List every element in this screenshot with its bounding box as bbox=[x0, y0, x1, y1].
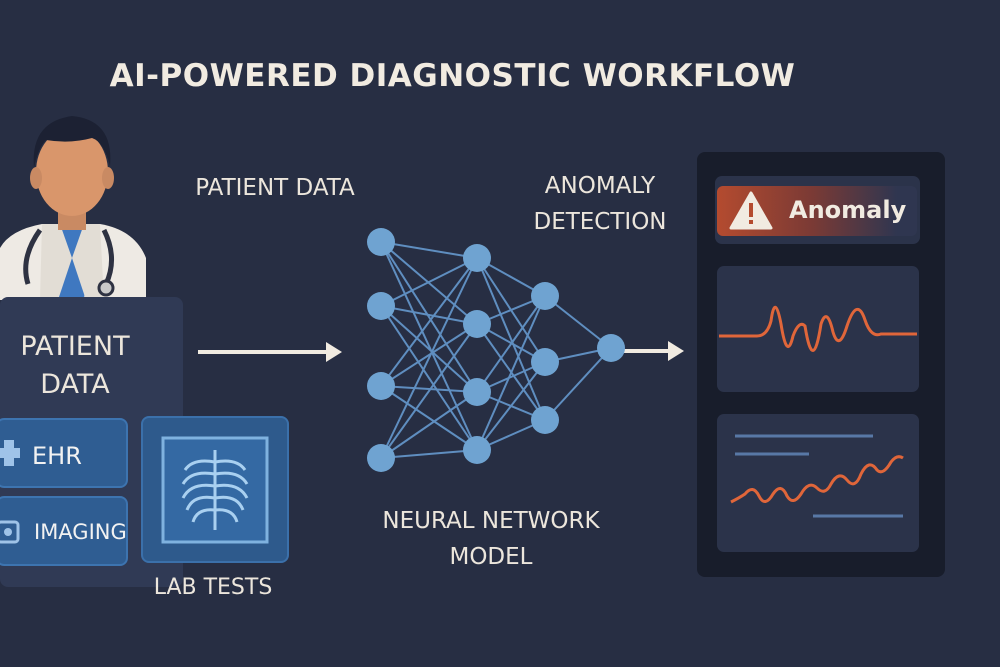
anomaly-badge[interactable]: Anomaly bbox=[717, 186, 917, 236]
neural-network-icon bbox=[367, 228, 625, 472]
network-node bbox=[367, 292, 395, 320]
network-node bbox=[367, 444, 395, 472]
neural-network-model-label: NEURAL NETWORK MODEL bbox=[382, 508, 600, 570]
waveform-line-1 bbox=[719, 305, 917, 352]
network-node bbox=[531, 282, 559, 310]
xray-card[interactable] bbox=[141, 416, 289, 563]
patient-data-heading: PATIENT DATA bbox=[195, 175, 355, 201]
network-edge bbox=[380, 241, 478, 393]
network-node bbox=[531, 406, 559, 434]
results-panel: Anomaly bbox=[697, 152, 945, 577]
network-nodes bbox=[367, 228, 625, 472]
network-edge bbox=[380, 323, 478, 387]
network-node bbox=[463, 310, 491, 338]
imaging-label: IMAGING bbox=[34, 520, 127, 544]
network-edge bbox=[380, 385, 478, 451]
network-edge bbox=[476, 295, 546, 393]
network-node bbox=[463, 244, 491, 272]
waveform-chart-1 bbox=[717, 266, 919, 392]
waveform-line-2 bbox=[730, 434, 904, 518]
ehr-label: EHR bbox=[32, 442, 82, 470]
warning-triangle-icon bbox=[729, 191, 773, 230]
network-edge bbox=[476, 361, 546, 451]
anomaly-badge-label: Anomaly bbox=[789, 196, 907, 224]
network-node bbox=[531, 348, 559, 376]
network-node bbox=[367, 372, 395, 400]
network-edge bbox=[544, 347, 612, 421]
network-edge bbox=[380, 391, 478, 459]
medical-cross-icon bbox=[0, 440, 20, 466]
ehr-button[interactable]: EHR bbox=[0, 418, 128, 488]
network-edge bbox=[380, 305, 478, 451]
network-edge bbox=[380, 449, 478, 459]
imaging-button[interactable]: IMAGING bbox=[0, 496, 128, 566]
doctor-avatar-icon bbox=[0, 116, 146, 300]
network-edges bbox=[380, 241, 612, 459]
alert-row: Anomaly bbox=[715, 176, 920, 244]
anomaly-detection-heading: ANOMALY DETECTION bbox=[533, 173, 667, 235]
waveform-chart-2 bbox=[717, 414, 919, 552]
flow-arrow-1 bbox=[198, 342, 342, 362]
network-edge bbox=[380, 241, 478, 451]
network-edge bbox=[380, 257, 478, 387]
network-node bbox=[463, 436, 491, 464]
network-node bbox=[367, 228, 395, 256]
camera-icon bbox=[0, 520, 20, 544]
network-edge bbox=[380, 323, 478, 459]
lab-tests-label: LAB TESTS bbox=[153, 575, 273, 600]
chest-xray-icon bbox=[161, 436, 269, 544]
flow-arrow-2 bbox=[622, 341, 684, 361]
network-edge bbox=[380, 241, 478, 259]
network-edge bbox=[476, 295, 546, 451]
diagram-title: AI-POWERED DIAGNOSTIC WORKFLOW bbox=[109, 58, 796, 94]
network-edge bbox=[380, 305, 478, 393]
network-edge bbox=[380, 257, 478, 307]
patient-data-card-label: PATIENT DATA bbox=[20, 331, 130, 400]
network-node bbox=[597, 334, 625, 362]
network-edge bbox=[476, 257, 546, 421]
network-edge bbox=[380, 305, 478, 325]
network-edge bbox=[380, 257, 478, 459]
network-edge bbox=[380, 385, 478, 393]
network-node bbox=[463, 378, 491, 406]
network-edge bbox=[544, 295, 612, 349]
